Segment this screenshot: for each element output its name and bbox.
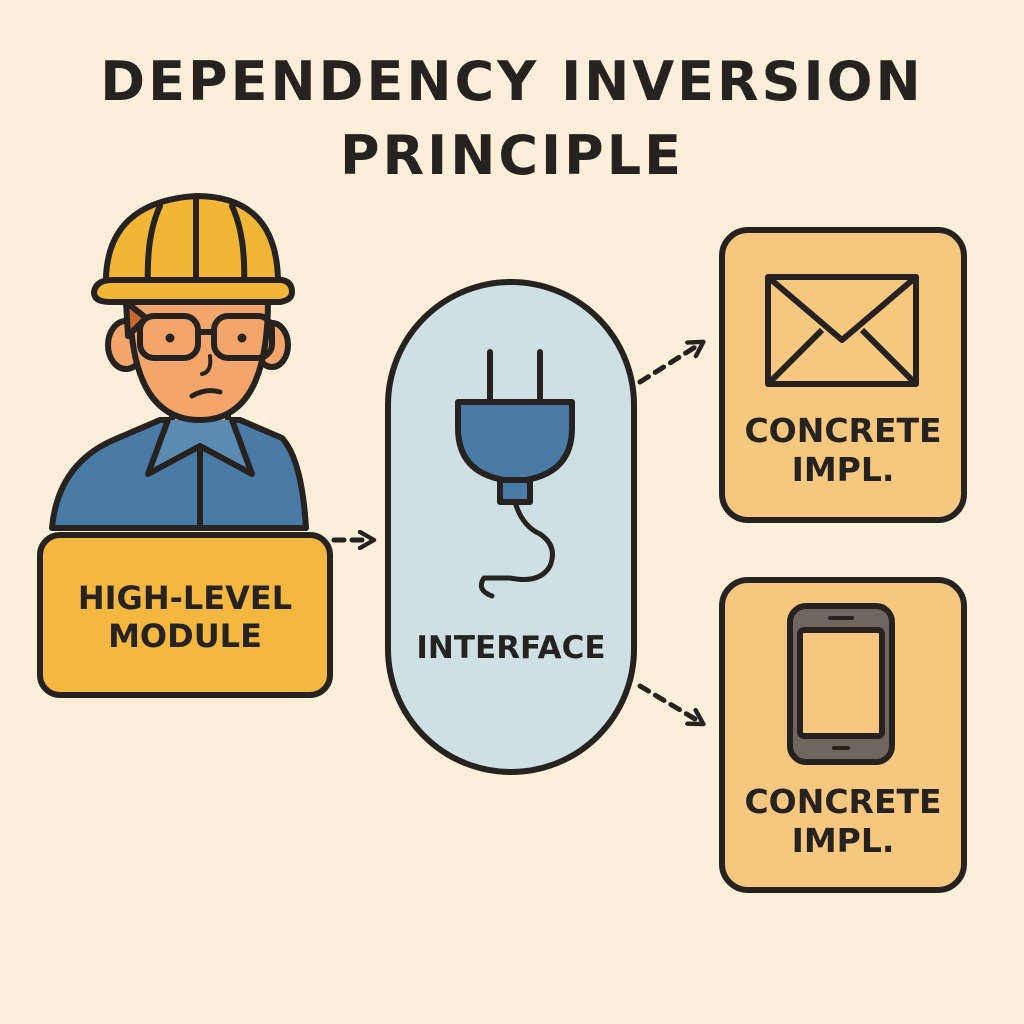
high-level-module-label-line-2: MODULE [108,616,262,655]
concrete-impl-label-2-line-2: IMPL. [791,820,895,860]
concrete-impl-label-1-line-1: CONCRETE [744,411,942,450]
interface-to-impl-2-arrow [637,683,700,722]
smartphone-icon [787,603,895,765]
concrete-impl-label-2: CONCRETE IMPL. [722,782,964,861]
envelope-icon [765,274,919,387]
plug-icon [455,349,575,599]
concrete-impl-label-1: CONCRETE IMPL. [722,411,964,490]
concrete-impl-label-2-line-1: CONCRETE [744,782,942,821]
interface-capsule [385,279,637,775]
high-level-module-box [37,532,333,698]
interface-to-impl-1-arrow [637,344,700,385]
interface-label: INTERFACE [416,630,606,666]
diagram-title-line-1: DEPENDENCY INVERSION [100,50,924,113]
engineer-icon [49,193,309,531]
high-level-module-label: HIGH-LEVEL MODULE [40,579,330,656]
high-level-module-label-line-1: HIGH-LEVEL [77,579,293,617]
diagram-title-line-2: PRINCIPLE [339,124,685,187]
concrete-impl-label-1-line-2: IMPL. [791,449,895,489]
